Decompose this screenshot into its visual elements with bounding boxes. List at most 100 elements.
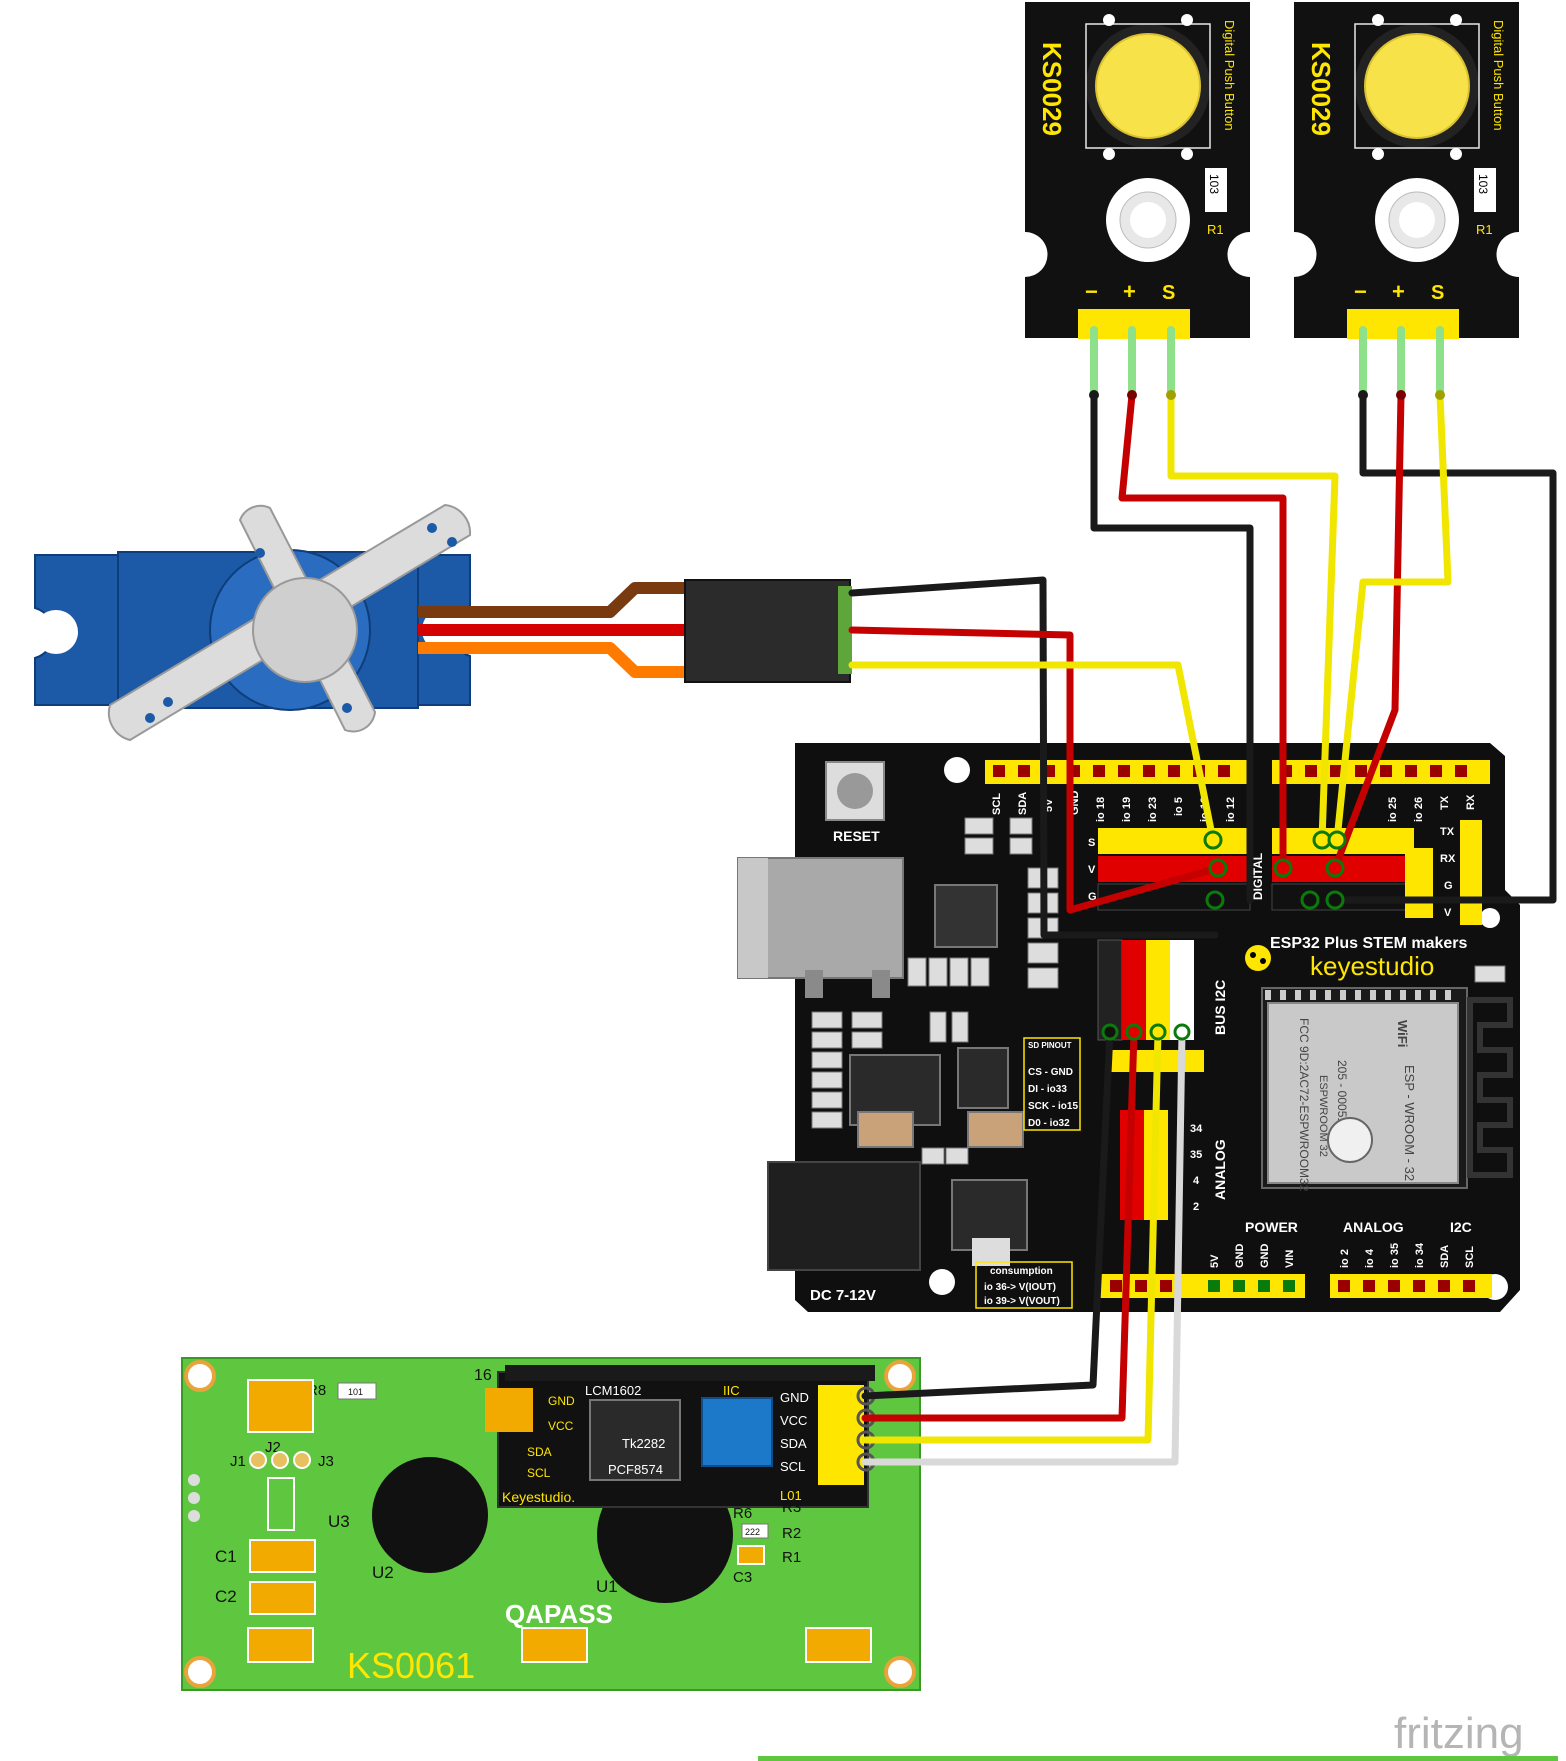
pin-s-label: S <box>1431 282 1444 304</box>
pot-pin-gnd: GND <box>548 1394 575 1408</box>
row-label-g: G <box>1088 891 1097 903</box>
i2c-pin-sda: SDA <box>780 1436 807 1451</box>
uart-tx: TX <box>1440 826 1455 838</box>
wifi-logo: WiFi <box>1395 1020 1410 1047</box>
blob-u2 <box>372 1457 488 1573</box>
group-power: POWER <box>1245 1219 1298 1235</box>
bot-label-gnd2: GND <box>1259 1244 1271 1269</box>
pin-minus-label: − <box>1085 279 1098 304</box>
left-pin-scl: SCL <box>527 1466 551 1480</box>
signal-row-left <box>1098 828 1250 854</box>
iic-chip <box>701 1397 773 1467</box>
sd-cs: CS - GND <box>1028 1067 1073 1078</box>
wire-lcd-gnd <box>861 1028 1114 1400</box>
antenna <box>1467 997 1513 1178</box>
hdr-label-io23: io 23 <box>1147 797 1159 822</box>
jumper-block <box>1405 848 1433 918</box>
uart-header <box>1460 820 1482 925</box>
part-u1: U1 <box>596 1577 618 1596</box>
left-pin-sda: SDA <box>527 1445 552 1459</box>
wire-servo-gnd <box>848 576 1219 939</box>
bus-i2c-sda <box>1146 940 1170 1040</box>
consumption-vout: io 39-> V(VOUT) <box>984 1296 1060 1307</box>
i2c-pin-scl: SCL <box>780 1459 805 1474</box>
consumption-iout: io 36-> V(IOUT) <box>984 1282 1056 1293</box>
bot-label-sda: SDA <box>1439 1245 1451 1268</box>
pin-plus-label: + <box>1123 279 1136 304</box>
module-id: ESPWROOM 32 <box>1317 1075 1329 1157</box>
analog-35: 35 <box>1190 1149 1202 1161</box>
chip-line-1: Tk2282 <box>622 1436 665 1451</box>
wire-lcd-scl <box>861 1028 1186 1466</box>
button-frame <box>1085 23 1211 149</box>
hdr-label-tx: TX <box>1439 795 1451 810</box>
row-label-v: V <box>1088 864 1096 876</box>
u3-chip <box>267 1477 295 1531</box>
wire-lcd-vcc <box>861 1028 1138 1422</box>
lcd-maker: Keyestudio. <box>502 1489 575 1505</box>
esp32-board: RESET FC <box>737 743 1520 1312</box>
button-pin-legs <box>1090 326 1444 399</box>
hdr-label-sda: SDA <box>1017 792 1029 815</box>
sd-title: SD PINOUT <box>1028 1041 1072 1050</box>
dc-jack <box>767 1161 921 1271</box>
dc-label: DC 7-12V <box>810 1287 876 1304</box>
bus-i2c-gnd <box>1097 939 1123 1041</box>
usb-chip <box>934 884 998 948</box>
wire-end-dots <box>1089 390 1445 1041</box>
part-j1: J1 <box>230 1453 246 1470</box>
analog-4: 4 <box>1193 1175 1200 1187</box>
button-cap[interactable] <box>1364 33 1470 139</box>
potentiometer[interactable] <box>485 1388 533 1432</box>
module-model: KS0029 <box>1306 42 1336 136</box>
part-c1: C1 <box>215 1547 237 1566</box>
sd-d0: D0 - io32 <box>1028 1118 1070 1129</box>
hdr-label-io5: io 5 <box>1173 797 1185 816</box>
module-title: Digital Push Button <box>1222 20 1237 131</box>
wires <box>848 391 1557 1466</box>
analog-side-label: ANALOG <box>1212 1139 1228 1200</box>
pot-pin-vcc: VCC <box>548 1419 574 1433</box>
servo-connector <box>684 579 851 683</box>
espressif-logo <box>1327 1117 1373 1163</box>
module-name: ESP - WROOM - 32 <box>1402 1065 1417 1181</box>
sd-sck: SCK - io15 <box>1028 1101 1078 1112</box>
servo-horn[interactable] <box>107 503 472 742</box>
resistor-label: R1 <box>1476 222 1493 237</box>
r6-code: 222 <box>745 1527 760 1537</box>
part-u2: U2 <box>372 1563 394 1582</box>
pin-s-label: S <box>1162 282 1175 304</box>
uart-g: G <box>1444 880 1453 892</box>
r8-code: 101 <box>348 1387 363 1397</box>
i2c-pin-header <box>818 1385 864 1485</box>
lcd-module: 16 LCM1602 IIC Tk2282 PCF8574 GND VCC SD… <box>181 1357 921 1691</box>
bot-label-io2: io 2 <box>1339 1249 1351 1268</box>
pcf8574-chip <box>589 1399 681 1481</box>
i2c-pin-vcc: VCC <box>780 1413 807 1428</box>
connector-pins <box>838 586 852 674</box>
hdr-label-io19: io 19 <box>1121 797 1133 822</box>
resistor-code: 103 <box>1207 174 1221 194</box>
pin-plus-label: + <box>1392 279 1405 304</box>
lcd-pin16: 16 <box>474 1367 492 1384</box>
wire-btn1-gnd <box>1090 391 1254 904</box>
part-c2: C2 <box>215 1587 237 1606</box>
chip-line-2: PCF8574 <box>608 1462 663 1477</box>
part-r2: R2 <box>782 1525 801 1542</box>
mount-hole <box>34 610 78 654</box>
sd-di: DI - io33 <box>1028 1084 1067 1095</box>
button-cap[interactable] <box>1095 33 1201 139</box>
lcd-brand: QAPASS <box>505 1599 613 1629</box>
bot-label-gnd1: GND <box>1234 1244 1246 1269</box>
fritzing-watermark: fritzing <box>1394 1709 1524 1758</box>
hdr-label-io18: io 18 <box>1095 797 1107 822</box>
resistor-label: R1 <box>1207 222 1224 237</box>
analog-2: 2 <box>1193 1201 1199 1213</box>
iic-label: IIC <box>723 1383 740 1398</box>
servo-motor <box>34 503 472 742</box>
bot-label-scl: SCL <box>1464 1246 1476 1268</box>
servo-cable <box>418 582 690 678</box>
bot-label-io35: io 35 <box>1389 1243 1401 1268</box>
bus-i2c-label: BUS I2C <box>1212 980 1228 1035</box>
resistor-code: 103 <box>1476 174 1490 194</box>
